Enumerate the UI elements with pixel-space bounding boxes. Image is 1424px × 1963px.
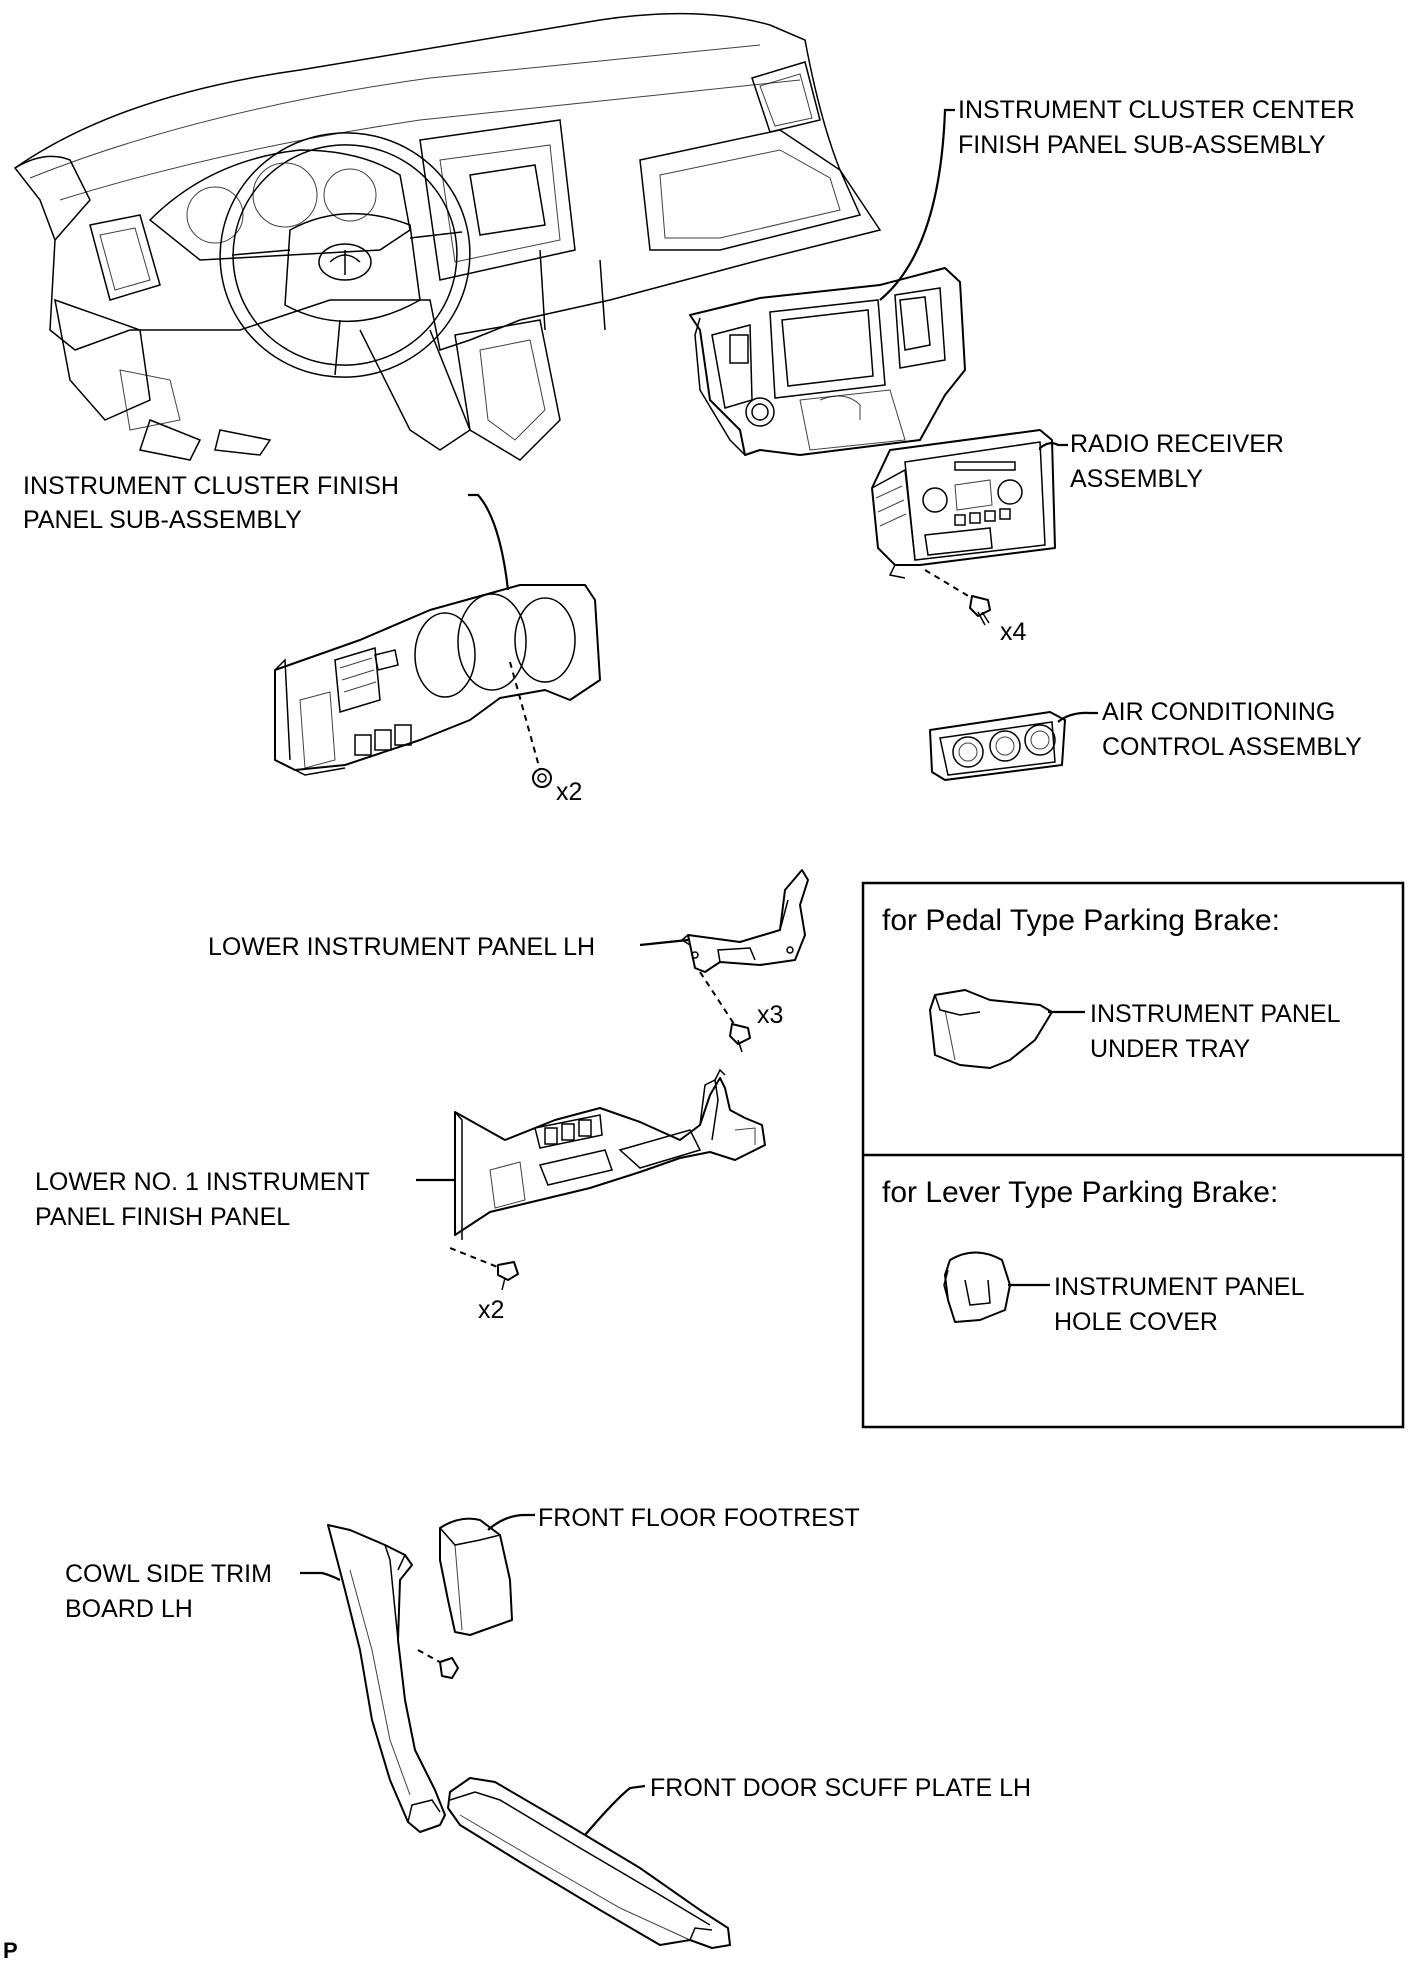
- center-finish-panel-part: [689, 267, 966, 456]
- footrest-label: FRONT FLOOR FOOTREST: [538, 1504, 860, 1532]
- cluster-finish-fastener-dash: [509, 661, 541, 771]
- hole-cover-label-1: INSTRUMENT PANEL: [1054, 1273, 1305, 1301]
- lower-lh-bolt: [729, 1023, 751, 1053]
- lower-no1-label-1: LOWER NO. 1 INSTRUMENT: [35, 1168, 370, 1196]
- parking-brake-variant-box: [861, 881, 1405, 1429]
- lower-no1-bolt: [497, 1261, 519, 1291]
- lower-lh-label: LOWER INSTRUMENT PANEL LH: [208, 933, 595, 961]
- under-tray-label-1: INSTRUMENT PANEL: [1090, 1000, 1341, 1028]
- air-con-label-2: CONTROL ASSEMBLY: [1102, 733, 1362, 761]
- cowl-side-clip: [439, 1657, 459, 1679]
- footrest-part: [439, 1517, 513, 1636]
- lower-no1-fastener-dash: [449, 1247, 506, 1271]
- cowl-side-label-1: COWL SIDE TRIM: [65, 1560, 272, 1588]
- lever-variant-heading: for Lever Type Parking Brake:: [882, 1176, 1278, 1209]
- lower-lh-leader: [639, 938, 689, 947]
- cluster-finish-label-1: INSTRUMENT CLUSTER FINISH: [23, 472, 399, 500]
- hole-cover-part: [943, 1251, 1011, 1323]
- cluster-finish-clip: [532, 768, 552, 788]
- lower-no1-finish-panel-part: [454, 1068, 766, 1240]
- air-con-label-1: AIR CONDITIONING: [1102, 698, 1335, 726]
- radio-bolt: [969, 595, 991, 626]
- radio-label-2: ASSEMBLY: [1070, 465, 1203, 493]
- cowl-side-label-2: BOARD LH: [65, 1595, 193, 1623]
- lower-lh-fastener-dash: [699, 971, 739, 1031]
- center-panel-label-2: FINISH PANEL SUB-ASSEMBLY: [958, 131, 1326, 159]
- radio-fastener-dash: [924, 569, 976, 601]
- under-tray-part: [929, 989, 1053, 1069]
- cluster-finish-label-2: PANEL SUB-ASSEMBLY: [23, 506, 302, 534]
- cluster-finish-leader: [468, 493, 510, 591]
- air-con-leader: [1057, 711, 1098, 723]
- lower-no1-fastener-count: x2: [478, 1296, 504, 1324]
- radio-label-1: RADIO RECEIVER: [1070, 430, 1284, 458]
- cluster-finish-fastener-count: x2: [556, 778, 582, 806]
- lower-lh-fastener-count: x3: [757, 1001, 783, 1029]
- center-panel-label-1: INSTRUMENT CLUSTER CENTER: [958, 96, 1355, 124]
- radio-receiver-part: [871, 429, 1056, 579]
- cluster-finish-panel-part: [274, 584, 601, 776]
- scuff-plate-leader: [584, 1784, 646, 1836]
- hole-cover-label-2: HOLE COVER: [1054, 1308, 1218, 1336]
- footrest-leader: [487, 1513, 535, 1531]
- air-con-control-part: [929, 711, 1066, 781]
- dashboard-illustration: [13, 12, 882, 461]
- cowl-side-trim-part: [327, 1524, 446, 1833]
- radio-fastener-count: x4: [1000, 618, 1027, 646]
- under-tray-label-2: UNDER TRAY: [1090, 1035, 1251, 1063]
- radio-leader: [1038, 441, 1068, 450]
- lower-panel-lh-part: [680, 869, 809, 973]
- figure-code: P: [3, 1938, 18, 1963]
- center-panel-leader: [879, 108, 955, 301]
- scuff-plate-part: [447, 1777, 731, 1949]
- cowl-side-leader: [300, 1571, 341, 1581]
- lower-no1-label-2: PANEL FINISH PANEL: [35, 1203, 290, 1231]
- scuff-plate-label: FRONT DOOR SCUFF PLATE LH: [650, 1774, 1031, 1802]
- pedal-variant-heading: for Pedal Type Parking Brake:: [882, 904, 1280, 937]
